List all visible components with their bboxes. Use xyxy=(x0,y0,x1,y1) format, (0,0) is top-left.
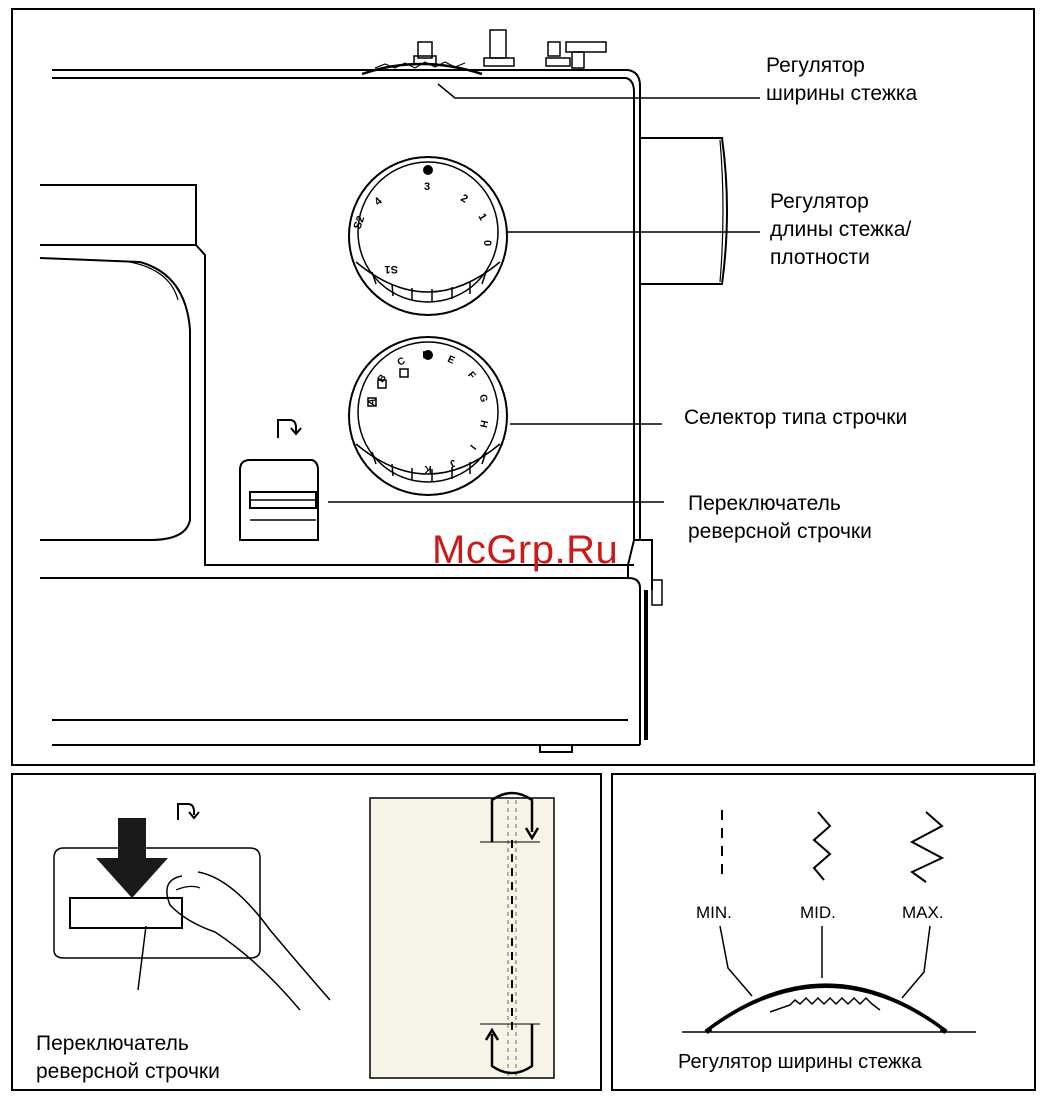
max-zigzag xyxy=(912,812,942,882)
handwheel xyxy=(640,138,727,284)
reverse-arrow-icon xyxy=(278,420,301,438)
watermark: McGrp.Ru xyxy=(432,528,618,573)
label-reverse-switch: Переключатель реверсной строчки xyxy=(688,490,872,546)
label-max: MAX. xyxy=(902,903,944,923)
mid-zigzag xyxy=(814,812,830,880)
width-regulator-dial xyxy=(706,986,946,1032)
stitch-length-dial[interactable]: S2 4 3 2 1 0 S1 xyxy=(349,157,507,315)
down-arrow-icon xyxy=(96,818,168,898)
machine-body-outline xyxy=(52,70,640,540)
length-mark-s1: S1 xyxy=(385,263,398,275)
label-length-regulator: Регулятор длины стежка/ плотности xyxy=(770,188,911,272)
label-min: MIN. xyxy=(696,903,732,923)
reverse-lever-detail xyxy=(54,848,330,1010)
stitch-mark-d: D xyxy=(422,350,430,361)
caption-width-regulator: Регулятор ширины стежка xyxy=(678,1048,922,1076)
label-reverse-lever: Переключатель реверсной строчки xyxy=(36,1030,220,1086)
reverse-switch[interactable] xyxy=(240,460,318,540)
reverse-arrow-icon-small xyxy=(178,804,199,820)
length-mark-0: 0 xyxy=(481,240,493,246)
label-mid: MID. xyxy=(800,903,836,923)
fabric-sample xyxy=(370,793,554,1078)
length-mark-3: 3 xyxy=(424,181,430,193)
stitch-mark-k: K xyxy=(424,463,432,474)
label-stitch-selector: Селектор типа строчки xyxy=(684,404,907,432)
label-width-regulator: Регулятор ширины стежка xyxy=(766,52,917,108)
